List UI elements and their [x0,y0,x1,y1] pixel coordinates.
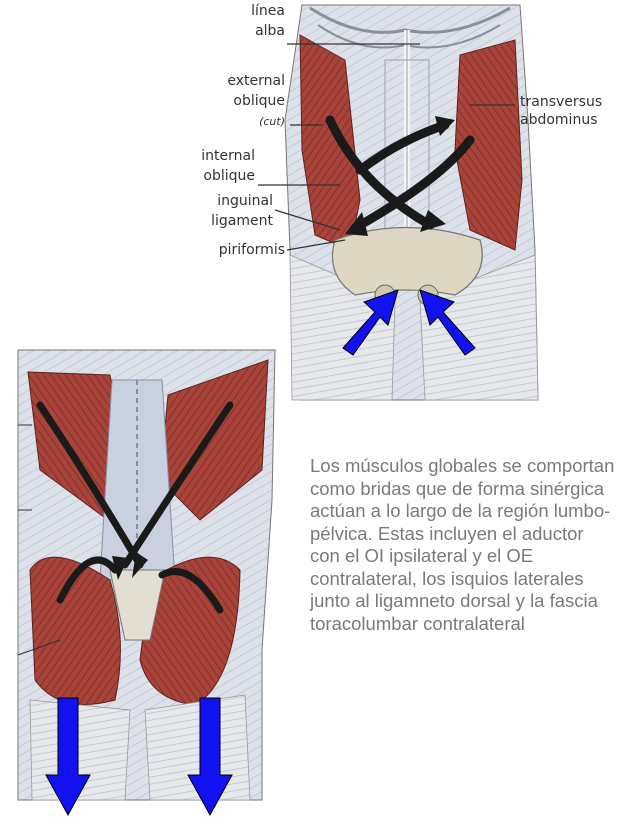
label-transversus: transversus [520,94,602,110]
label-oblique-internal: oblique [160,168,255,184]
label-piriformis: piriformis [190,242,285,258]
label-ligament: ligament [178,213,273,229]
description-text: Los músculos globales se comportan como … [310,455,615,635]
label-linea: línea [190,3,285,19]
label-oblique-external: oblique [190,93,285,109]
label-cut: (cut) [190,114,285,130]
label-abdominus: abdominus [520,112,598,128]
label-inguinal: inguinal [178,193,273,209]
label-external: external [190,73,285,89]
label-alba: alba [190,23,285,39]
label-internal: internal [160,148,255,164]
